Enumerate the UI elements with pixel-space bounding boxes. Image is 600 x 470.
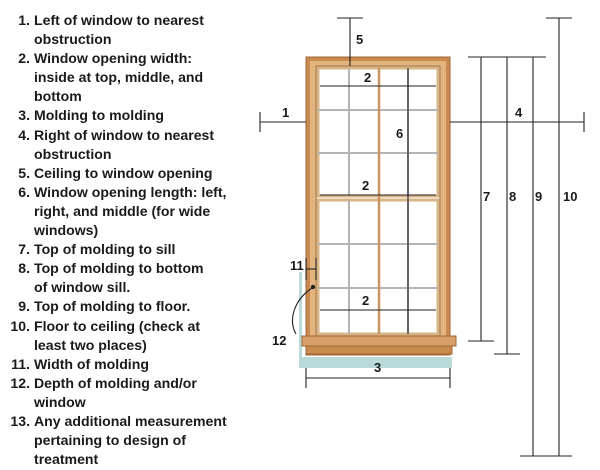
measure-12 — [292, 284, 316, 335]
legend-item-number: 11. — [11, 355, 30, 372]
legend-item-number: 2. — [18, 50, 30, 67]
callout-7: 7 — [483, 189, 490, 204]
callout-2-top: 2 — [364, 70, 371, 85]
measure-5 — [337, 17, 363, 66]
legend-item-text: Molding to molding — [34, 107, 164, 124]
legend-item-number: 10. — [10, 317, 30, 334]
measure-3 — [305, 368, 451, 388]
measure-9 — [520, 56, 546, 457]
legend-item-number: 12. — [10, 374, 30, 391]
legend-item-text: Top of molding to bottom of window sill. — [34, 260, 204, 296]
legend-item-text: Any additional measurement pertaining to… — [34, 412, 227, 468]
legend-item-text: Top of molding to sill — [34, 241, 176, 258]
legend-item: 9.Top of molding to floor. — [6, 297, 256, 316]
callout-6: 6 — [396, 126, 403, 141]
callout-9: 9 — [535, 189, 542, 204]
legend-item-number: 8. — [18, 260, 30, 277]
legend-item-number: 13. — [10, 412, 30, 429]
callout-8: 8 — [509, 189, 516, 204]
legend-item-text: Left of window to nearest obstruction — [34, 12, 204, 48]
callout-4: 4 — [515, 105, 523, 120]
legend-item-number: 3. — [18, 107, 30, 124]
legend-item: 12.Depth of molding and/or window — [6, 374, 256, 412]
callout-11: 11 — [290, 258, 304, 273]
legend-item-text: Right of window to nearest obstruction — [34, 126, 215, 162]
legend-item: 4.Right of window to nearest obstruction — [6, 126, 256, 164]
legend-item-text: Top of molding to floor. — [34, 298, 191, 315]
legend-item-text: Window opening width: inside at top, mid… — [34, 50, 204, 105]
measure-4 — [450, 112, 585, 132]
legend-item-number: 9. — [18, 298, 30, 315]
window-sill — [301, 335, 457, 347]
legend-item-text: Floor to ceiling (check at least two pla… — [34, 317, 201, 353]
window-apron — [305, 345, 453, 355]
callout-1: 1 — [282, 105, 289, 120]
callout-2-bot: 2 — [362, 293, 369, 308]
legend-item: 11.Width of molding — [6, 355, 256, 374]
legend-item: 1.Left of window to nearest obstruction — [6, 11, 256, 49]
legend-item: 7.Top of molding to sill — [6, 240, 256, 259]
callout-2-mid: 2 — [362, 178, 369, 193]
callout-5: 5 — [356, 32, 363, 47]
legend-item-number: 7. — [18, 241, 30, 258]
legend-item: 13.Any additional measurement pertaining… — [6, 412, 256, 469]
wall-shadow — [299, 272, 452, 368]
legend-item: 6.Window opening length: left, right, an… — [6, 183, 256, 240]
legend-item-text: Width of molding — [34, 355, 149, 372]
legend-item-number: 6. — [18, 183, 30, 200]
measure-8 — [494, 56, 520, 355]
measure-7 — [468, 56, 494, 342]
legend-item-text: Window opening length: left, right, and … — [34, 183, 227, 239]
legend-item-number: 1. — [18, 12, 30, 28]
legend-item: 5.Ceiling to window opening — [6, 164, 256, 183]
legend-item: 8.Top of molding to bottom of window sil… — [6, 259, 256, 297]
legend-item-text: Ceiling to window opening — [34, 164, 213, 181]
legend-item-number: 4. — [18, 126, 30, 143]
measure-1 — [259, 112, 306, 132]
measure-11 — [305, 258, 317, 280]
legend-item: 2.Window opening width: inside at top, m… — [6, 49, 256, 106]
callout-10: 10 — [563, 189, 577, 204]
callout-12: 12 — [272, 333, 286, 348]
legend-item: 3.Molding to molding — [6, 106, 256, 125]
legend-item-number: 5. — [18, 164, 30, 181]
callout-3: 3 — [374, 360, 381, 375]
legend-item-text: Depth of molding and/or window — [34, 374, 197, 410]
legend-item: 10.Floor to ceiling (check at least two … — [6, 317, 256, 355]
measure-10 — [546, 17, 572, 457]
